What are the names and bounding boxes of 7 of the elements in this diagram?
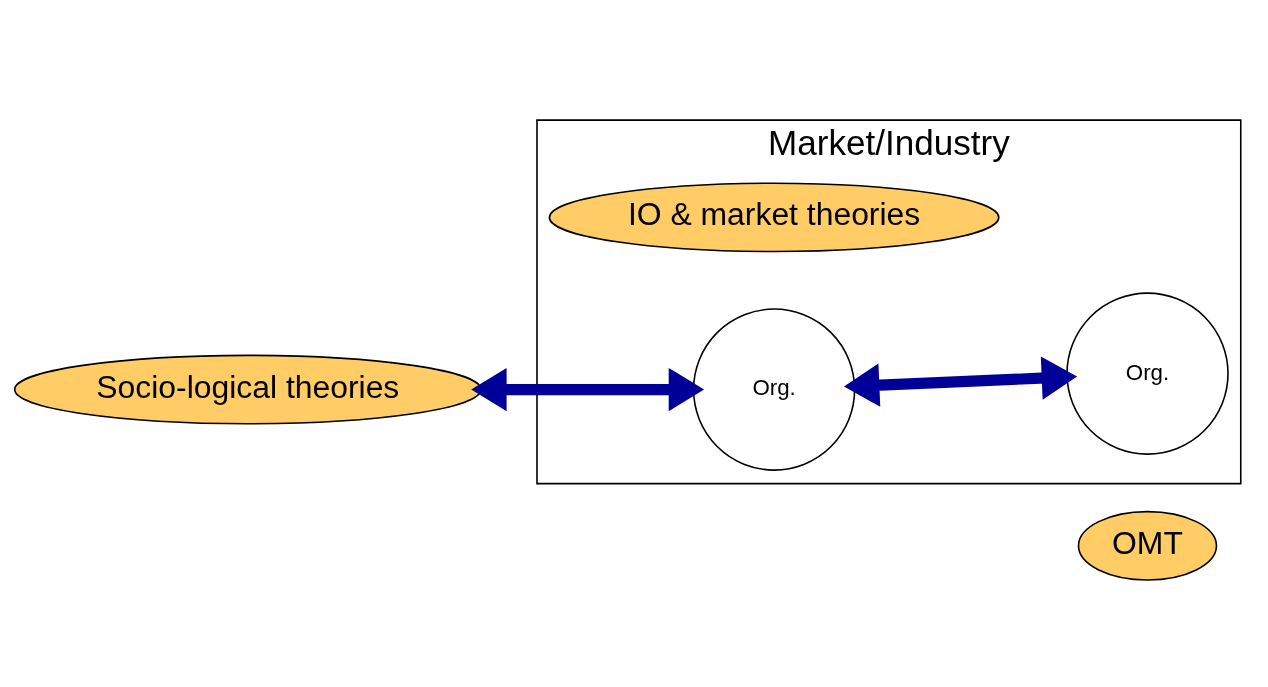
arrow bbox=[844, 356, 1078, 407]
node-ellipse: IO & market theories bbox=[548, 182, 1000, 253]
node-circle: Org. bbox=[1066, 292, 1229, 455]
node-ellipse: Socio-logical theories bbox=[13, 354, 482, 425]
node-circle: Org. bbox=[692, 308, 856, 471]
node-ellipse: OMT bbox=[1077, 510, 1218, 581]
arrow bbox=[471, 367, 705, 412]
